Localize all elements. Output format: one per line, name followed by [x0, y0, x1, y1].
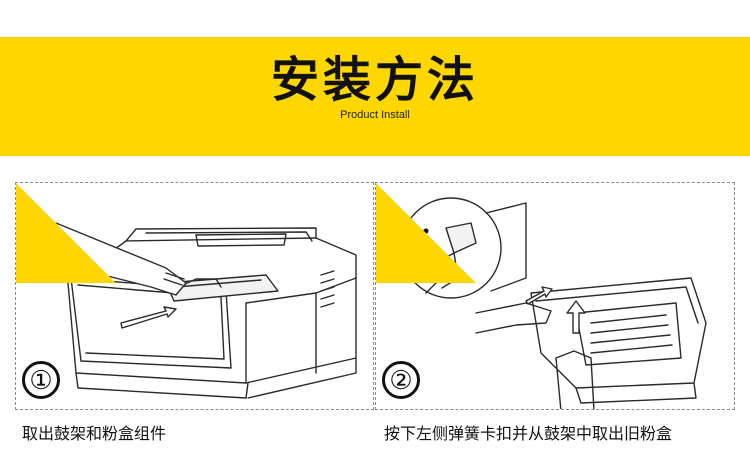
step-1-caption: 取出鼓架和粉盒组件 — [22, 424, 167, 443]
printer-illustration — [55, 222, 357, 399]
step-2-caption: 按下左侧弹簧卡扣并从鼓架中取出旧粉盒 — [384, 424, 673, 443]
step-2-corner-triangle — [376, 183, 476, 283]
step-1-corner-triangle — [16, 183, 116, 283]
step-1-number: ① — [22, 361, 60, 399]
step-1-panel: ① — [15, 182, 374, 410]
header-banner — [0, 37, 750, 156]
page-subtitle: Product Install — [340, 109, 410, 121]
step-2-number: ② — [382, 361, 420, 399]
page-title: 安装方法 — [270, 52, 479, 108]
step-2-panel: ② — [375, 182, 735, 410]
